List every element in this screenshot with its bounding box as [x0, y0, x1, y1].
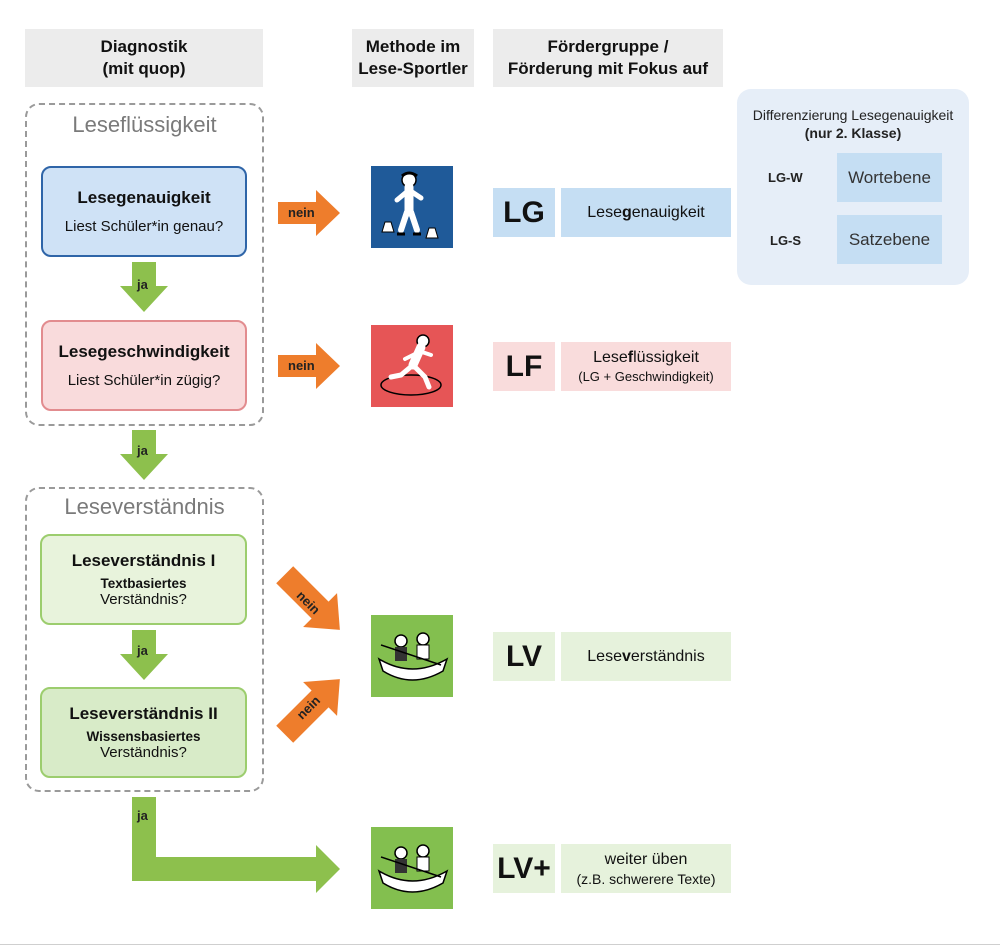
box-leseverstaendnis-2: Leseverständnis II Wissensbasiertes Vers… — [40, 687, 247, 778]
tag-lg-w: LG-W — [768, 170, 803, 185]
canoe-icon — [371, 827, 453, 909]
group-title-leseverstaendnis: Leseverständnis — [64, 494, 225, 519]
box-title: Lesegenauigkeit — [77, 188, 211, 207]
label-lf: Leseflüssigkeit (LG + Geschwindigkeit) — [561, 342, 731, 391]
ja-label-1: ja — [137, 277, 148, 292]
label-lv-post: erständnis — [630, 647, 705, 665]
box-question: Liest Schüler*in genau? — [64, 218, 224, 235]
ja-arrow-1 — [120, 262, 168, 312]
ja-arrow-3 — [120, 630, 168, 680]
group-leseverstaendnis — [25, 487, 264, 792]
cone-runner-icon — [371, 166, 453, 248]
box-wortebene: Wortebene — [837, 153, 942, 202]
box-title: Leseverständnis I — [71, 551, 216, 570]
code-lv: LV — [493, 632, 555, 681]
label-lg-pre: Lese — [587, 203, 622, 221]
nein-arrow-2 — [278, 343, 340, 389]
box-subtitle: Textbasiertes — [100, 576, 187, 591]
label-lvplus: weiter üben (z.B. schwerere Texte) — [561, 844, 731, 893]
box-question: Liest Schüler*in zügig? — [67, 372, 221, 389]
box-title: Lesegeschwindigkeit — [58, 342, 230, 361]
code-lf: LF — [493, 342, 555, 391]
canoe-icon — [371, 615, 453, 697]
box-title: Leseverständnis II — [69, 704, 218, 723]
nein-label-1: nein — [288, 205, 315, 220]
bottom-divider — [0, 944, 1000, 945]
label-lv-bold: v — [621, 647, 631, 665]
nein-arrow-4 — [276, 679, 340, 743]
box-question: Verständnis? — [100, 744, 187, 761]
label-lvplus-sub: (z.B. schwerere Texte) — [576, 870, 716, 887]
label-lf-pre: Lese — [593, 349, 628, 366]
label-lvplus-main: weiter üben — [604, 850, 688, 868]
label-lf-bold: f — [627, 349, 634, 366]
label-lf-sub: (LG + Geschwindigkeit) — [578, 369, 714, 384]
differenzierung-title: Differenzierung Lesegenauigkeit — [752, 107, 954, 123]
code-lvplus: LV+ — [493, 844, 555, 893]
nein-arrow-3 — [276, 566, 340, 630]
label-lg-bold: g — [621, 203, 632, 221]
nein-arrow-1 — [278, 190, 340, 236]
box-satzebene: Satzebene — [837, 215, 942, 264]
group-title-lesefluessigkeit: Leseflüssigkeit — [72, 112, 217, 137]
box-lesegeschwindigkeit: Lesegeschwindigkeit Liest Schüler*in züg… — [41, 320, 247, 411]
sprinter-icon — [371, 325, 453, 407]
box-lesegenauigkeit: Lesegenauigkeit Liest Schüler*in genau? — [41, 166, 247, 257]
differenzierung-subtitle: (nur 2. Klasse) — [804, 125, 902, 141]
ja-arrow-2 — [120, 430, 168, 480]
nein-label-2: nein — [288, 358, 315, 373]
ja-label-4: ja — [137, 808, 148, 823]
label-lf-post: lüssigkeit — [633, 349, 699, 366]
ja-arrow-lvplus — [132, 797, 340, 893]
label-lv-pre: Lese — [587, 647, 622, 665]
tag-lg-s: LG-S — [770, 233, 802, 248]
box-leseverstaendnis-1: Leseverständnis I Textbasiertes Verständ… — [40, 534, 247, 625]
code-lg: LG — [493, 188, 555, 237]
label-lg-post: enauigkeit — [631, 203, 705, 221]
box-subtitle: Wissensbasiertes — [86, 729, 201, 744]
header-foerdergruppe: Fördergruppe / Förderung mit Fokus auf — [493, 29, 723, 87]
ja-label-3: ja — [137, 643, 148, 658]
header-methode: Methode im Lese-Sportler — [352, 29, 474, 87]
box-question: Verständnis? — [100, 591, 187, 608]
ja-label-2: ja — [137, 443, 148, 458]
group-lesefluessigkeit — [25, 103, 264, 426]
header-diagnostik: Diagnostik (mit quop) — [25, 29, 263, 87]
